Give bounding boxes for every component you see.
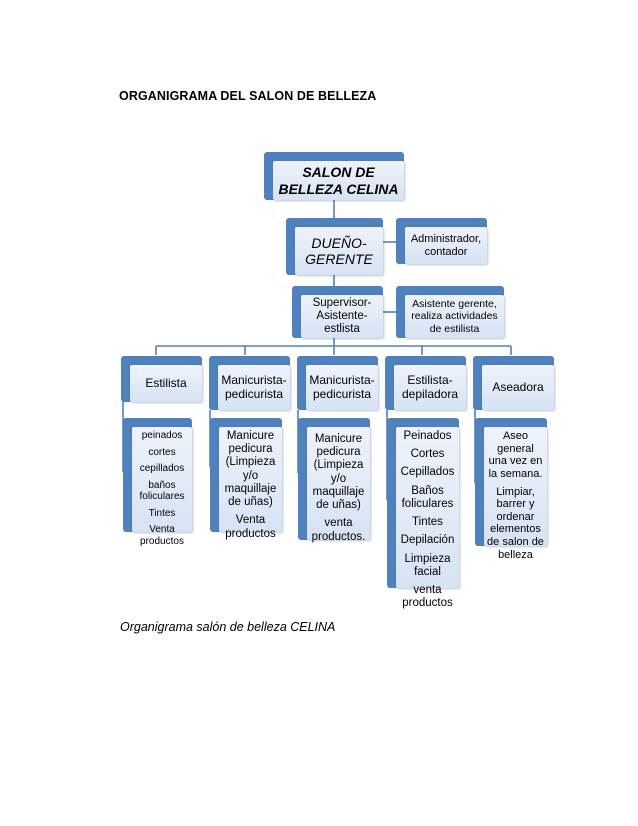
owner-label: DUEÑO-GERENTE — [295, 227, 383, 275]
task-item: cortes — [148, 446, 176, 458]
task-item: venta productos — [402, 583, 453, 610]
department-node-estilista: Estilista — [121, 356, 202, 402]
task-list-estilista: peinados cortes cepillados baños folicul… — [123, 418, 192, 547]
task-list-manicurista-1: Manicure pedicura (Limpieza y/o maquilla… — [210, 418, 282, 540]
department-label: Manicurista-pedicurista — [218, 365, 290, 410]
task-item: cepillados — [139, 463, 185, 474]
task-item: Tintes — [412, 516, 443, 529]
task-item: Limpiar, barrer y ordenar elementos de s… — [487, 485, 544, 561]
root-label: SALON DE BELLEZA CELINA — [273, 161, 404, 200]
task-item: Cortes — [410, 448, 445, 461]
figure-caption: Organigrama salón de belleza CELINA — [120, 620, 336, 634]
root-node: SALON DE BELLEZA CELINA — [264, 152, 404, 200]
page-title: ORGANIGRAMA DEL SALON DE BELLEZA — [119, 89, 377, 103]
task-item: Aseo general una vez en la semana. — [488, 430, 543, 480]
assistant-node: Asistente gerente, realiza actividades d… — [396, 286, 504, 338]
department-label: Estilista — [130, 365, 202, 402]
task-item: Manicure pedicura (Limpieza y/o maquilla… — [312, 433, 365, 512]
task-item: baños foliculares — [139, 479, 185, 503]
supervisor-label: Supervisor-Asistente-estlista — [301, 295, 383, 338]
task-item: venta productos. — [311, 517, 366, 543]
task-item: Depilación — [400, 534, 455, 547]
task-list-manicurista-2: Manicure pedicura (Limpieza y/o maquilla… — [298, 418, 370, 543]
supervisor-node: Supervisor-Asistente-estlista — [292, 286, 383, 338]
task-item: Peinados — [403, 430, 452, 442]
task-item: Venta productos — [225, 514, 276, 540]
department-node-manicurista-1: Manicurista-pedicurista — [209, 356, 290, 410]
department-node-manicurista-2: Manicurista-pedicurista — [297, 356, 378, 410]
department-node-aseadora: Aseadora — [473, 356, 554, 410]
task-item: Tintes — [148, 507, 176, 519]
task-item: Cepillados — [400, 466, 455, 479]
department-node-estilista-depiladora: Estilista-depiladora — [385, 356, 466, 410]
task-item: peinados — [141, 430, 183, 441]
admin-node: Administrador, contador — [396, 218, 487, 264]
task-list-estilista-depiladora: Peinados Cortes Cepillados Baños folicul… — [387, 418, 459, 609]
owner-node: DUEÑO-GERENTE — [286, 218, 383, 275]
admin-label: Administrador, contador — [405, 227, 487, 264]
task-item: Limpieza facial — [404, 552, 451, 578]
task-item: Baños foliculares — [401, 484, 454, 510]
task-item: Venta productos — [140, 524, 184, 547]
assistant-label: Asistente gerente, realiza actividades d… — [405, 295, 504, 338]
department-label: Estilista-depiladora — [394, 365, 466, 410]
department-label: Aseadora — [482, 365, 554, 410]
department-label: Manicurista-pedicurista — [306, 365, 378, 410]
task-list-aseadora: Aseo general una vez en la semana. Limpi… — [475, 418, 547, 561]
task-item: Manicure pedicura (Limpieza y/o maquilla… — [224, 430, 277, 509]
